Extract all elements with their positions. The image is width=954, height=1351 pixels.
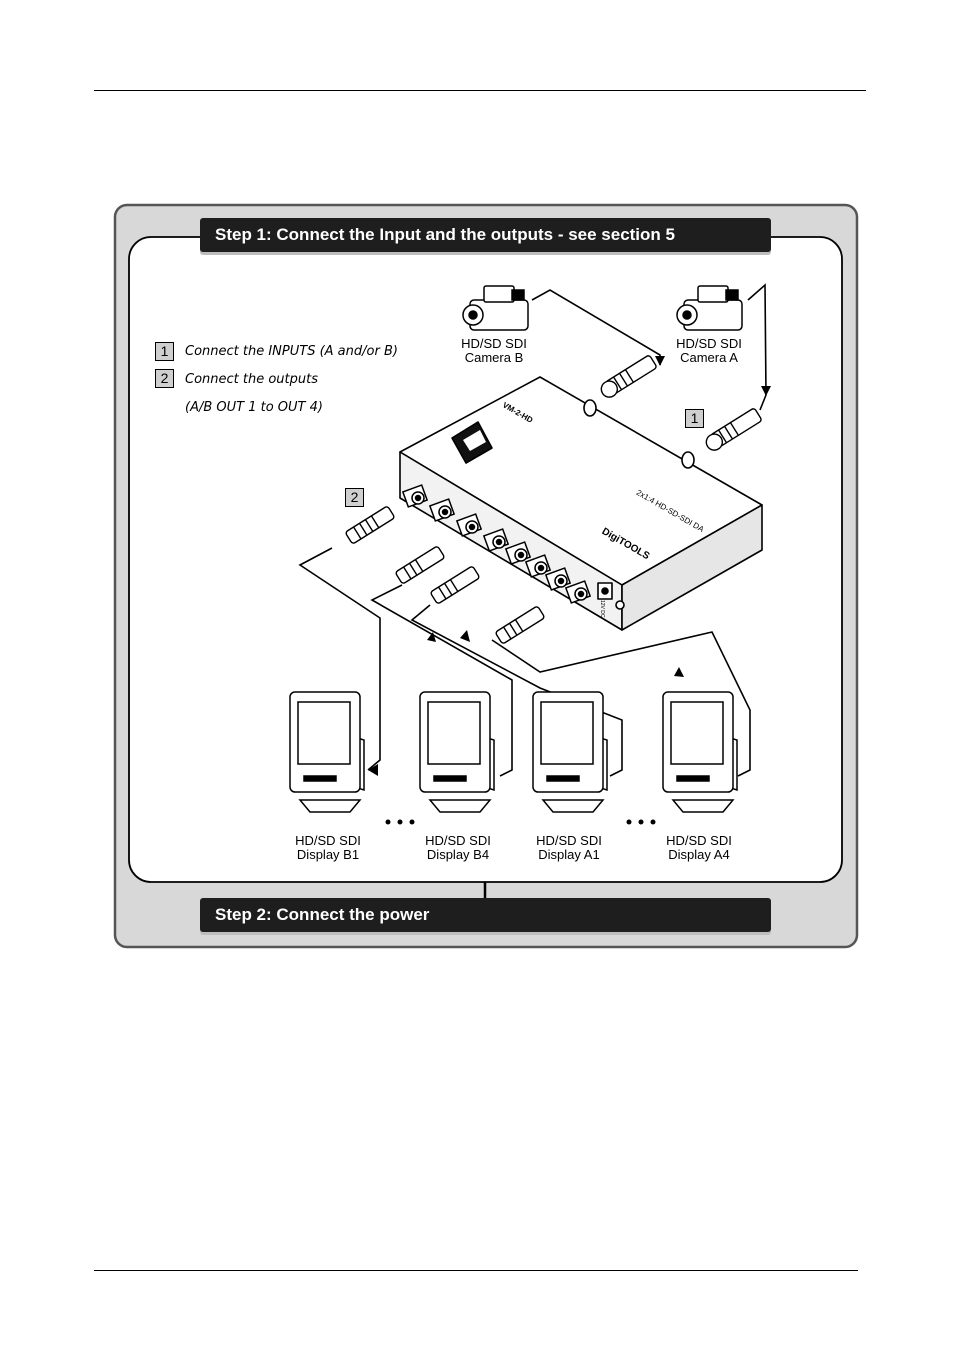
plug-output-a4 [495, 606, 545, 644]
camera-b-icon [462, 285, 529, 331]
output-bnc-b4 [482, 528, 510, 552]
display-b4-icon [419, 691, 495, 813]
input-bnc-a [681, 451, 695, 469]
caption-display-b4: HD/SD SDI Display B4 [398, 834, 518, 862]
output-bnc-b3 [455, 513, 483, 537]
caption-display-b1-line1: HD/SD SDI [295, 833, 361, 848]
caption-camera-b-line2: Camera B [464, 350, 524, 365]
display-b1-icon [289, 691, 365, 813]
output-connectors [401, 484, 592, 604]
caption-camera-b-line1: HD/SD SDI [461, 336, 527, 351]
caption-display-b1-line2: Display B1 [296, 847, 360, 862]
caption-display-a4-line1: HD/SD SDI [666, 833, 732, 848]
output-bnc-b2 [428, 498, 456, 522]
cables [298, 283, 767, 777]
caption-camera-b: HD/SD SDI Camera B [434, 337, 554, 365]
caption-display-a4: HD/SD SDI Display A4 [639, 834, 759, 862]
caption-display-a1: HD/SD SDI Display A1 [509, 834, 629, 862]
cable-camera-a [747, 283, 767, 411]
caption-display-a4-line2: Display A4 [668, 847, 730, 862]
ellipsis-dots [385, 819, 656, 825]
instruction-outputs: Connect the outputs [185, 372, 319, 387]
footer-rule [94, 1270, 858, 1271]
power-switch-icon [615, 600, 625, 610]
cable-display-b4 [370, 584, 513, 777]
instruction-badge-2: 2 [155, 369, 174, 388]
cable-display-b1 [298, 547, 381, 771]
distribution-amplifier [399, 376, 763, 631]
output-bnc-b1 [401, 484, 429, 508]
arrow-b1 [368, 764, 378, 776]
plug-output-b1 [345, 506, 395, 544]
arrow-camera-b [655, 356, 665, 366]
cable-arrows [368, 356, 771, 776]
caption-display-b4-line2: Display B4 [426, 847, 490, 862]
plug-output-a1 [430, 566, 480, 604]
cable-plugs [345, 355, 762, 644]
instruction-inputs: Connect the INPUTS (A and/or B) [185, 344, 398, 359]
plug-input-b [600, 355, 657, 398]
header-rule [94, 90, 866, 91]
display-a1-icon [532, 691, 608, 813]
plug-input-a [705, 408, 762, 451]
camera-a-icon [676, 285, 743, 331]
arrow-a4 [674, 667, 684, 677]
device-side [621, 504, 763, 631]
arrow-a1 [460, 630, 470, 642]
instruction-outputs-range: (A/B OUT 1 to OUT 4) [185, 400, 323, 415]
caption-display-a1-line1: HD/SD SDI [536, 833, 602, 848]
caption-camera-a-line1: HD/SD SDI [676, 336, 742, 351]
instruction-badge-1: 1 [155, 342, 174, 361]
caption-display-b1: HD/SD SDI Display B1 [268, 834, 388, 862]
arrow-b4 [427, 632, 436, 642]
output-bnc-a1 [504, 541, 532, 565]
step-2-banner: Step 2: Connect the power [200, 898, 771, 932]
caption-camera-a-line2: Camera A [680, 350, 738, 365]
device-power-label: 12V DC [599, 600, 605, 618]
input-bnc-b [583, 399, 597, 417]
caption-display-b4-line1: HD/SD SDI [425, 833, 491, 848]
caption-display-a1-line2: Display A1 [538, 847, 600, 862]
arrow-camera-a [761, 386, 771, 396]
output-bnc-a3 [544, 567, 572, 591]
output-bnc-a4 [564, 580, 592, 604]
cable-display-a4 [491, 631, 751, 777]
output-bnc-a2 [524, 554, 552, 578]
callout-output-badge: 2 [345, 488, 364, 507]
caption-camera-a: HD/SD SDI Camera A [649, 337, 769, 365]
callout-input-badge: 1 [685, 409, 704, 428]
display-a4-icon [662, 691, 738, 813]
step-1-banner: Step 1: Connect the Input and the output… [200, 218, 771, 252]
plug-output-b4 [395, 546, 445, 584]
